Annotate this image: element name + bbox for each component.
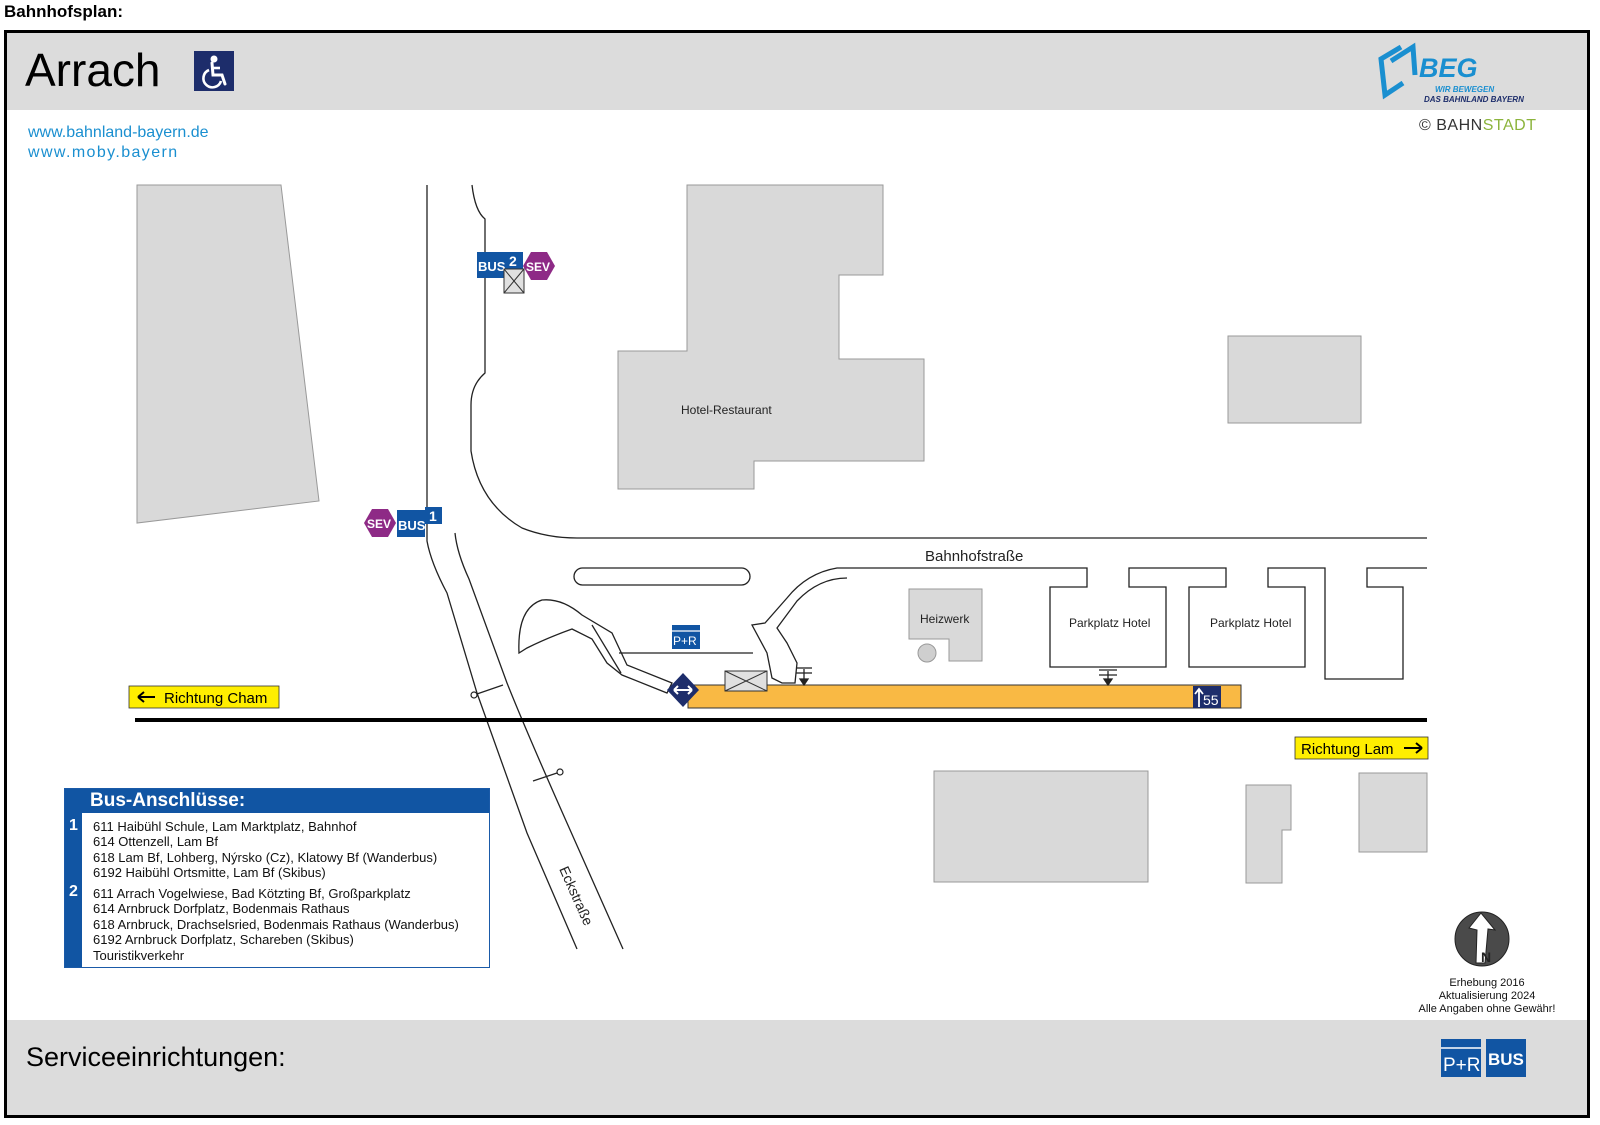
web-links: www.bahnland-bayern.de www.moby.bayern	[28, 123, 209, 163]
bus-line: 618 Lam Bf, Lohberg, Nýrsko (Cz), Klatow…	[93, 849, 438, 865]
beg-logo-tagline-1: WIR BEWEGEN	[1435, 85, 1494, 94]
disclaimer: Alle Angaben ohne Gewähr!	[1418, 1003, 1556, 1015]
platform	[687, 684, 1242, 709]
crossing-light-north	[470, 691, 478, 699]
bus-group-2-lines: 611 Arrach Vogelwiese, Bad Kötzting Bf, …	[93, 886, 459, 963]
bus-service-icon	[1486, 1039, 1526, 1077]
bus-connections-box: Bus-Anschlüsse: 1 2 611 Haibühl Schule, …	[64, 788, 490, 968]
station-title: Arrach	[25, 44, 161, 96]
station-plan-frame: Arrach BEG WIR BEWEGEN DAS BAHNLAND BAYE…	[4, 30, 1590, 1118]
survey-year: Erhebung 2016	[1449, 977, 1525, 989]
bus-stop-1-bus-label: BUS	[398, 518, 426, 533]
bus-stop-1-sev-icon	[364, 509, 396, 537]
copyright-part2: STADT	[1482, 117, 1537, 134]
traffic-island	[573, 567, 751, 586]
bus-stop-2-number-badge	[505, 252, 523, 269]
crossing-light-south	[556, 768, 564, 776]
bus-service-label: BUS	[1488, 1050, 1524, 1069]
pr-map-label: P+R	[673, 634, 697, 648]
building-south-2	[1245, 784, 1292, 884]
parking-outline	[750, 567, 1427, 684]
ramp-outline	[518, 599, 673, 694]
bus-line: 6192 Haibühl Ortsmitte, Lam Bf (Skibus)	[93, 865, 326, 881]
bus-connections-stripe	[65, 813, 82, 967]
arrow-right-icon	[1404, 742, 1423, 754]
label-hotel-restaurant: Hotel-Restaurant	[681, 403, 772, 417]
direction-lam-label: Richtung Lam	[1301, 741, 1394, 758]
label-parkplatz-hotel-1: Parkplatz Hotel	[1069, 616, 1150, 630]
platform-number: 55	[1203, 692, 1219, 708]
pr-service-label: P+R	[1443, 1055, 1481, 1076]
compass-north-icon: N	[1454, 911, 1510, 967]
link-bahnland[interactable]: www.bahnland-bayern.de	[28, 124, 209, 141]
update-year: Aktualisierung 2024	[1438, 990, 1536, 1002]
bus-line: 611 Haibühl Schule, Lam Marktplatz, Bahn…	[93, 819, 357, 834]
building-south-1	[933, 770, 1149, 883]
bus-line: 6192 Arnbruck Dorfplatz, Schareben (Skib…	[93, 932, 354, 948]
station-map: 55 P+R BUS 2 SEV SEV BUS 1 Hotel-Restaur…	[128, 184, 1510, 967]
beg-logo: BEG WIR BEWEGEN DAS BAHNLAND BAYERN	[1377, 39, 1577, 105]
bus-stop-1-number-badge	[425, 507, 442, 524]
building-south-3	[1358, 772, 1428, 853]
bus-line: Touristikverkehr	[93, 947, 185, 963]
label-parkplatz-hotel-2: Parkplatz Hotel	[1210, 616, 1291, 630]
bus-group-1-lines: 611 Haibühl Schule, Lam Marktplatz, Bahn…	[93, 819, 437, 881]
compass-letter: N	[1481, 949, 1491, 965]
label-eckstrasse: Eckstraße	[556, 864, 596, 928]
copyright-part1: BAHN	[1436, 117, 1483, 134]
wheelchair-icon	[194, 51, 234, 91]
footer-bar: Serviceeinrichtungen: P+R BUS	[7, 1020, 1587, 1115]
bus-line: 614 Ottenzell, Lam Bf	[93, 834, 219, 850]
bus-group-1-number: 1	[69, 817, 78, 834]
building-northeast	[1227, 335, 1362, 424]
bus-stop-1-number: 1	[429, 508, 437, 524]
bus-stop-2-number: 2	[509, 253, 517, 269]
stairs-2-icon	[1099, 669, 1117, 687]
crossing-barrier-south	[532, 771, 561, 782]
copyright-symbol: ©	[1419, 117, 1432, 134]
street-west-edge	[426, 185, 578, 950]
survey-info: Erhebung 2016 Aktualisierung 2024 Alle A…	[1407, 977, 1567, 1016]
bus-stop-2-sev-icon	[523, 252, 555, 280]
building-hotel	[617, 184, 925, 490]
up-arrow-icon	[1194, 687, 1204, 707]
beg-logo-name: BEG	[1419, 53, 1478, 83]
stairs-1-icon	[796, 667, 812, 687]
beg-logo-tagline-2: DAS BAHNLAND BAYERN	[1424, 95, 1524, 104]
label-bahnhofstrasse: Bahnhofstraße	[925, 548, 1023, 565]
service-icons: P+R BUS	[1441, 1039, 1526, 1077]
bus-stop-2-sev-label: SEV	[526, 260, 550, 274]
heizwerk-chimney	[917, 643, 937, 663]
building-west	[136, 184, 320, 524]
pr-map-icon	[672, 625, 700, 649]
copyright-bahnstadt: © BAHNSTADT	[1419, 117, 1536, 135]
ramp-inner	[591, 624, 622, 674]
bus-stop-2-bus-icon	[477, 252, 505, 278]
building-heizwerk	[908, 588, 983, 662]
bus-stop-2-bus-label: BUS	[478, 259, 506, 274]
platform-access-icon	[667, 673, 699, 707]
bus-line: 614 Arnbruck Dorfplatz, Bodenmais Rathau…	[93, 901, 350, 917]
street-eckstrasse-edge	[454, 532, 624, 950]
street-bahnhofstrasse-north-edge	[470, 184, 1427, 539]
service-title: Serviceeinrichtungen:	[26, 1042, 286, 1072]
bus-connections-title: Bus-Anschlüsse:	[65, 789, 489, 813]
direction-cham-label: Richtung Cham	[164, 690, 267, 707]
bus-group-2-number: 2	[69, 883, 78, 900]
direction-lam-sign	[1294, 736, 1429, 760]
bus-line: 611 Arrach Vogelwiese, Bad Kötzting Bf, …	[93, 886, 411, 901]
crossing-barrier-north	[473, 684, 504, 696]
bus-line: 618 Arnbruck, Drachselsried, Bodenmais R…	[93, 916, 459, 932]
bus-stop-1-bus-icon	[397, 510, 425, 537]
link-moby[interactable]: www.moby.bayern	[28, 144, 179, 161]
direction-cham-sign	[128, 685, 280, 709]
header-bar: Arrach BEG WIR BEWEGEN DAS BAHNLAND BAYE…	[7, 33, 1587, 110]
label-heizwerk: Heizwerk	[920, 612, 970, 626]
arrow-left-icon	[137, 691, 155, 703]
pr-service-icon	[1441, 1039, 1481, 1077]
page-caption: Bahnhofsplan:	[4, 2, 123, 21]
bus-stop-1-sev-label: SEV	[367, 517, 391, 531]
